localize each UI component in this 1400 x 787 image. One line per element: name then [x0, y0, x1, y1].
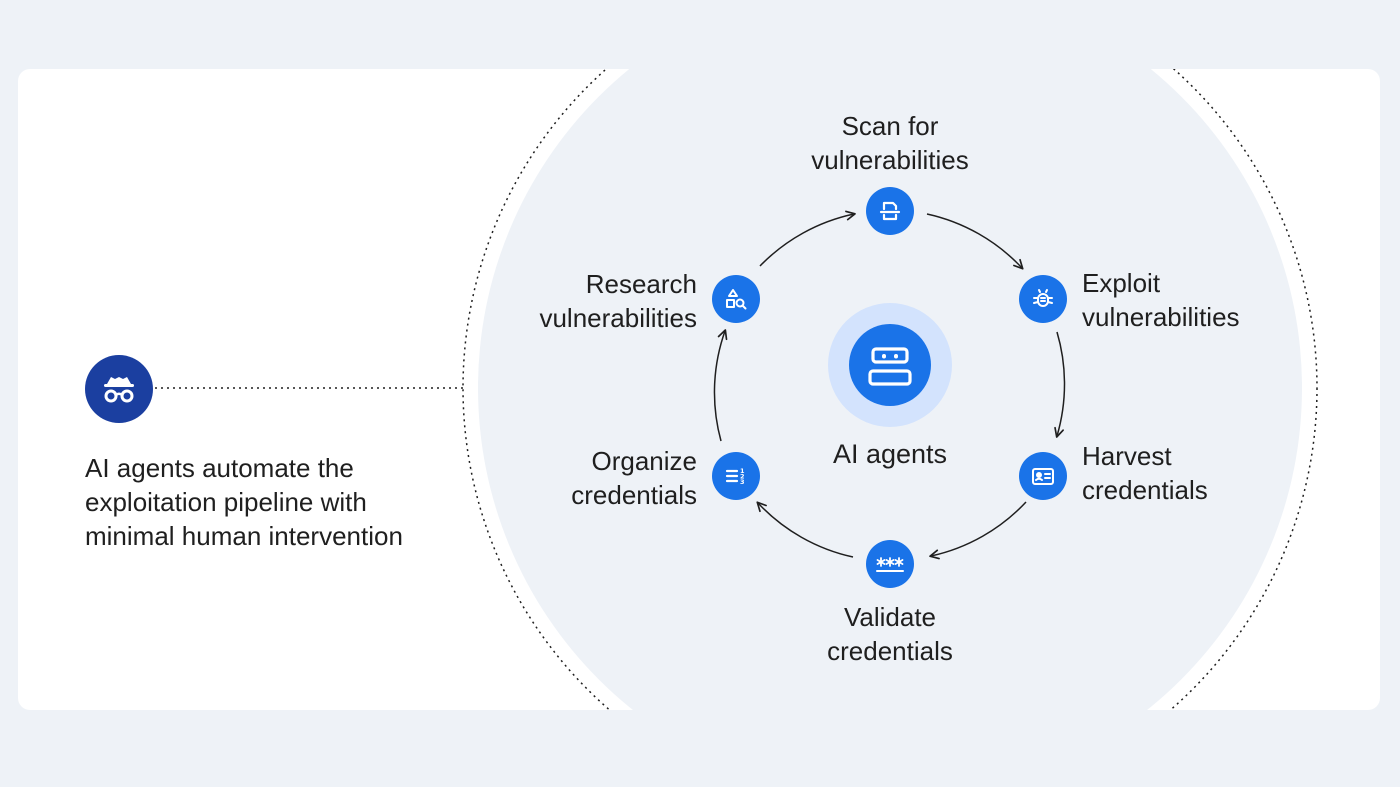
- node-scan-vulnerabilities: [866, 187, 914, 235]
- arrow-research-to-scan: [759, 210, 856, 267]
- node-exploit-vulnerabilities: [1019, 275, 1067, 323]
- diagram-canvas: [155, 69, 1318, 710]
- arrow-validate-to-organize: [756, 501, 854, 558]
- shapes-search-icon: [726, 289, 747, 310]
- label-exploit-vulnerabilities: Exploit vulnerabilities: [1082, 268, 1240, 332]
- arrow-scan-to-exploit: [926, 213, 1024, 270]
- node-research-vulnerabilities: [712, 275, 760, 323]
- svg-text:1: 1: [740, 467, 745, 475]
- svg-text:2: 2: [740, 473, 745, 481]
- label-validate-credentials: Validate credentials: [827, 602, 953, 666]
- dotted-boundary: [462, 69, 1318, 710]
- label-research-vulnerabilities: Research vulnerabilities: [539, 269, 697, 333]
- node-harvest-credentials: [1019, 452, 1067, 500]
- arrow-harvest-to-validate: [929, 501, 1027, 560]
- center-node: [849, 324, 931, 406]
- bug-icon: [1033, 289, 1053, 307]
- id-card-icon: [1032, 468, 1054, 485]
- svg-text:3: 3: [740, 478, 745, 486]
- node-validate-credentials: [866, 540, 914, 588]
- arrow-organize-to-research: [713, 329, 728, 442]
- arrow-exploit-to-harvest: [1054, 331, 1066, 438]
- center-label: AI agents: [832, 439, 948, 469]
- label-scan-vulnerabilities: Scan for vulnerabilities: [811, 111, 969, 175]
- robot-icon: [868, 347, 912, 386]
- label-organize-credentials: Organize credentials: [571, 446, 697, 510]
- incognito-icon: [104, 377, 134, 403]
- persona-node: [85, 355, 153, 423]
- persona-description: AI agents automate the exploitation pipe…: [85, 453, 403, 551]
- diagram-card: AI agents automate the exploitation pipe…: [18, 69, 1380, 710]
- scan-document-icon: [879, 201, 901, 221]
- node-organize-credentials: 1 2 3: [712, 452, 760, 500]
- cycle-arrows: [713, 210, 1066, 560]
- numbered-list-icon: 1 2 3: [725, 467, 745, 486]
- password-icon: [876, 557, 904, 572]
- label-harvest-credentials: Harvest credentials: [1082, 441, 1208, 505]
